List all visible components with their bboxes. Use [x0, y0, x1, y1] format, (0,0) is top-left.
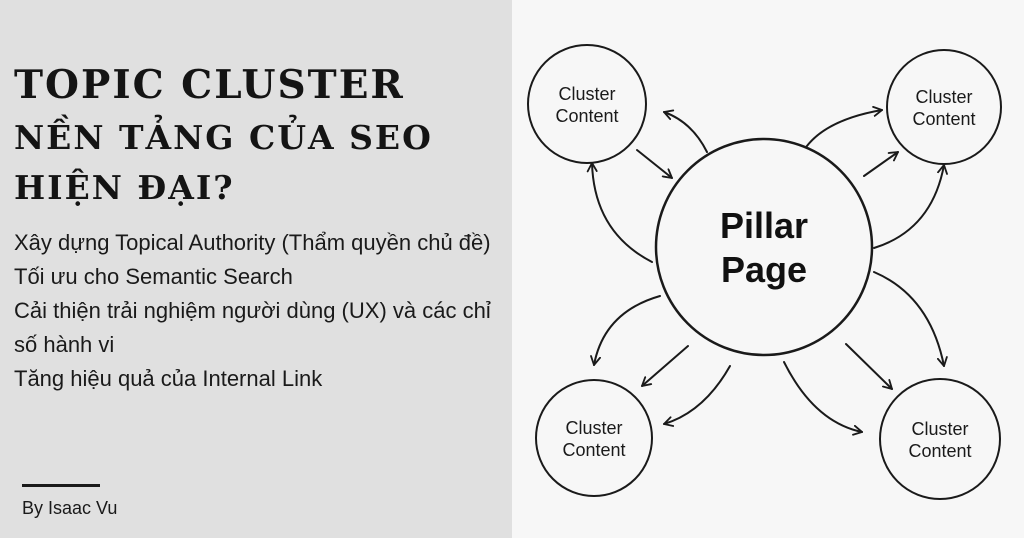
divider	[22, 484, 100, 487]
arrow-pillar-to-top-left	[663, 109, 708, 153]
cluster-label-line-1: Cluster	[911, 419, 968, 439]
benefit-item: Tối ưu cho Semantic Search	[14, 264, 293, 289]
pillar-label-line-1: Pillar	[720, 205, 808, 246]
benefit-item: Xây dựng Topical Authority (Thẩm quyền c…	[14, 230, 491, 255]
cluster-node-top-right: Cluster Content	[886, 49, 1002, 165]
diagram-panel: Pillar Page Cluster Content Cluster Cont…	[512, 0, 1024, 538]
cluster-label-line-2: Content	[562, 440, 625, 460]
benefit-item: Cải thiện trải nghiệm người dùng (UX) và…	[14, 298, 491, 357]
arrow-pillar-to-top-right	[803, 105, 883, 151]
cluster-label-line-1: Cluster	[558, 84, 615, 104]
connector-arrows	[586, 105, 948, 436]
arrow-pillar-to-top-right-curve	[873, 164, 948, 249]
title-line-3: HIỆN ĐẠI?	[14, 168, 235, 207]
pillar-node: Pillar Page	[654, 137, 874, 357]
arrow-pillar-to-bottom-left-curve	[590, 295, 661, 366]
benefits-list: Xây dựng Topical Authority (Thẩm quyền c…	[14, 226, 504, 396]
benefit-item: Tăng hiệu quả của Internal Link	[14, 366, 323, 391]
title-line-1: TOPIC CLUSTER	[14, 62, 405, 108]
arrow-pillar-to-bottom-right-2	[783, 361, 863, 436]
arrow-pillar-to-top-left-curve	[586, 162, 653, 263]
cluster-node-top-left: Cluster Content	[527, 44, 647, 164]
topic-cluster-diagram: Pillar Page Cluster Content Cluster Cont…	[527, 44, 1002, 500]
arrow-pillar-to-bottom-right	[845, 343, 893, 390]
title-line-2: NỀN TẢNG CỦA SEO	[14, 118, 433, 157]
arrow-pillar-to-top-right-2	[863, 151, 899, 177]
cluster-node-bottom-right: Cluster Content	[879, 378, 1001, 500]
cluster-label-line-2: Content	[555, 106, 618, 126]
cluster-label-line-1: Cluster	[565, 418, 622, 438]
arrow-pillar-to-bottom-left-2	[663, 365, 731, 427]
cluster-label-line-2: Content	[912, 109, 975, 129]
arrow-top-left-to-pillar	[636, 149, 673, 179]
arrow-pillar-to-bottom-right-curve	[873, 271, 948, 367]
text-panel: TOPIC CLUSTER NỀN TẢNG CỦA SEO HIỆN ĐẠI?…	[0, 0, 512, 538]
arrow-pillar-to-bottom-left	[641, 345, 689, 387]
pillar-label-line-2: Page	[721, 249, 807, 290]
cluster-label-line-2: Content	[908, 441, 971, 461]
cluster-label-line-1: Cluster	[915, 87, 972, 107]
cluster-node-bottom-left: Cluster Content	[535, 379, 653, 497]
author-credit: By Isaac Vu	[22, 498, 118, 518]
